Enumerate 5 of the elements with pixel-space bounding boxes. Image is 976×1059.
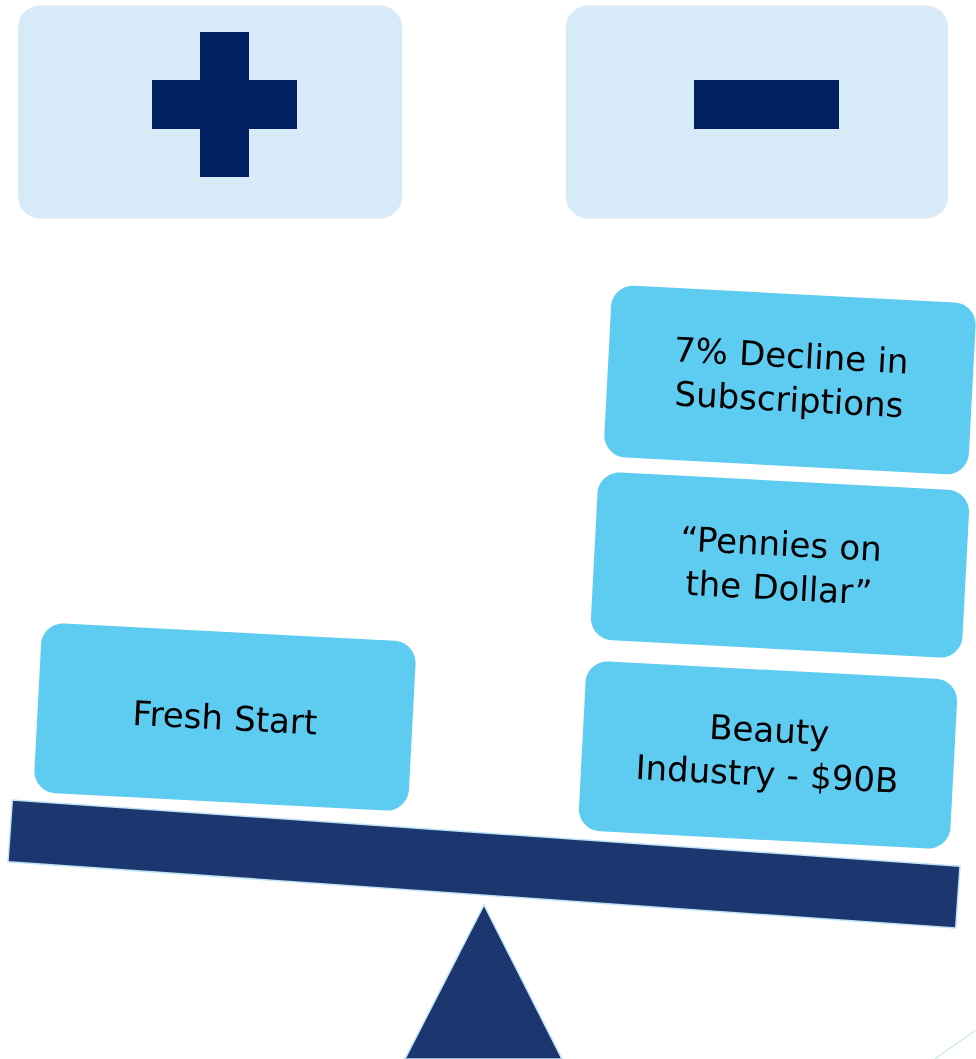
text-box: Beauty Industry - $90B [578, 661, 958, 849]
text-box: “Pennies on the Dollar” [591, 472, 969, 658]
text-box: 7% Decline in Subscriptions [604, 285, 976, 475]
text-box: Fresh Start [34, 623, 416, 811]
symbol-box [566, 5, 948, 219]
